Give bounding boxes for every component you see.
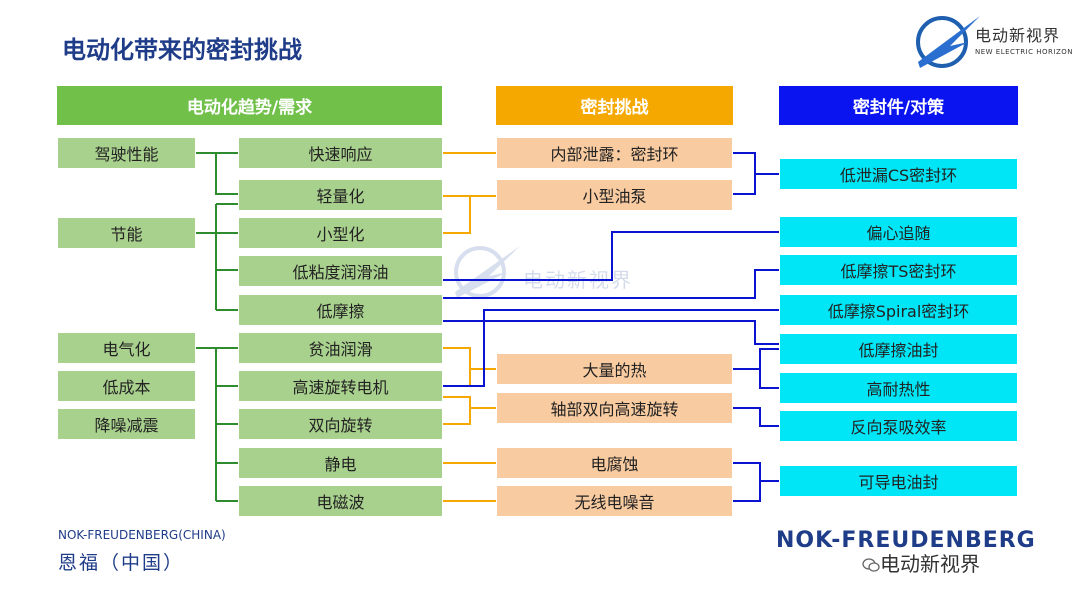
logo-text-cn: 电动新视界 [975,26,1061,45]
solution-box: 偏心追随 [779,216,1018,248]
requirement-box: 低摩擦 [238,294,443,326]
requirement-box: 轻量化 [238,179,443,211]
watermark-logo-icon [454,246,520,298]
footer-company-cn: 恩福（中国） [58,552,185,574]
footer-company-en: NOK-FREUDENBERG(CHINA) [58,528,226,542]
requirement-box: 低粘度润滑油 [238,255,443,287]
wechat-icon [862,558,880,572]
page-title: 电动化带来的密封挑战 [62,36,302,64]
green-tree-lines [196,152,238,502]
challenge-box: 小型油泵 [496,179,733,211]
category-box: 节能 [57,217,196,249]
requirement-box: 贫油润滑 [238,332,443,364]
category-box: 降噪减震 [57,408,196,440]
challenge-box: 大量的热 [496,353,733,385]
requirement-box: 双向旋转 [238,408,443,440]
requirement-box: 电磁波 [238,485,443,517]
challenge-box: 无线电噪音 [496,485,733,517]
nok-freudenberg-logo: NOK-FREUDENBERG [776,528,1036,553]
logo-text-en: NEW ELECTRIC HORIZON [975,48,1073,56]
solution-box: 反向泵吸效率 [779,410,1018,442]
electric-horizon-logo-icon [916,16,980,68]
wechat-account-label: 电动新视界 [880,552,980,576]
solution-box: 低摩擦油封 [779,333,1018,365]
header-solution: 密封件/对策 [779,86,1018,125]
category-box: 驾驶性能 [57,137,196,169]
solution-box: 低摩擦Spiral密封环 [779,294,1018,326]
solution-box: 低泄漏CS密封环 [779,158,1018,190]
requirement-box: 高速旋转电机 [238,370,443,402]
requirement-box: 快速响应 [238,137,443,169]
category-box: 电气化 [57,332,196,364]
challenge-box: 轴部双向高速旋转 [496,392,733,424]
challenge-box: 内部泄露：密封环 [496,137,733,169]
solution-box: 可导电油封 [779,465,1018,497]
solution-box: 低摩擦TS密封环 [779,254,1018,286]
solution-box: 高耐热性 [779,372,1018,404]
challenge-box: 电腐蚀 [496,447,733,479]
header-challenge: 密封挑战 [496,86,733,125]
orange-connector-lines [443,152,496,502]
header-trend: 电动化趋势/需求 [57,86,442,125]
requirement-box: 小型化 [238,217,443,249]
category-box: 低成本 [57,370,196,402]
blue-connector-lines [443,152,780,502]
requirement-box: 静电 [238,447,443,479]
